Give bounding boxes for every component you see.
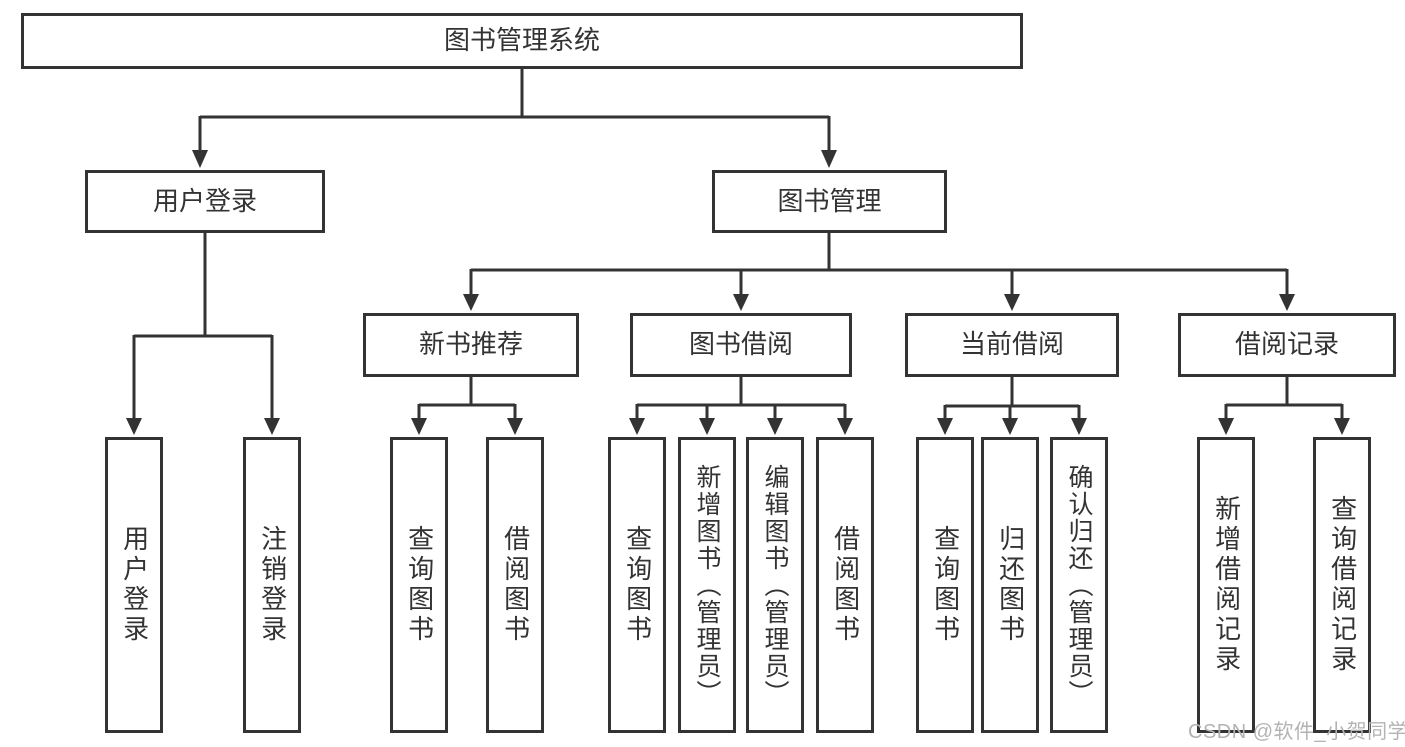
node-new-book-recommend: 新书推荐 [363,313,579,377]
leaf-add-books-admin: 新增图书（管理员） [678,437,736,733]
leaf-edit-books-admin: 编辑图书（管理员） [746,437,804,733]
node-book-borrow: 图书借阅 [630,313,852,377]
leaf-query-books-current: 查询图书 [916,437,974,733]
arrowhead-icons [126,150,1350,435]
leaf-borrow-books: 借阅图书 [816,437,874,733]
leaf-query-books-recommend: 查询图书 [390,437,448,733]
leaf-add-borrow-record: 新增借阅记录 [1197,437,1255,733]
leaf-return-books: 归还图书 [981,437,1039,733]
node-user-login-branch: 用户登录 [85,170,325,233]
leaf-logout: 注销登录 [243,437,301,733]
leaf-query-borrow-record: 查询借阅记录 [1313,437,1371,733]
csdn-watermark: CSDN @软件_小贺同学 [1188,721,1405,743]
node-current-borrow: 当前借阅 [905,313,1119,377]
leaf-user-login: 用户登录 [105,437,163,733]
leaf-confirm-return-admin: 确认归还（管理员） [1050,437,1108,733]
node-borrow-records: 借阅记录 [1178,313,1396,377]
leaf-query-books-borrow: 查询图书 [608,437,666,733]
node-book-management-branch: 图书管理 [712,170,947,233]
leaf-borrow-books-recommend: 借阅图书 [486,437,544,733]
node-book-management-system: 图书管理系统 [21,13,1023,69]
